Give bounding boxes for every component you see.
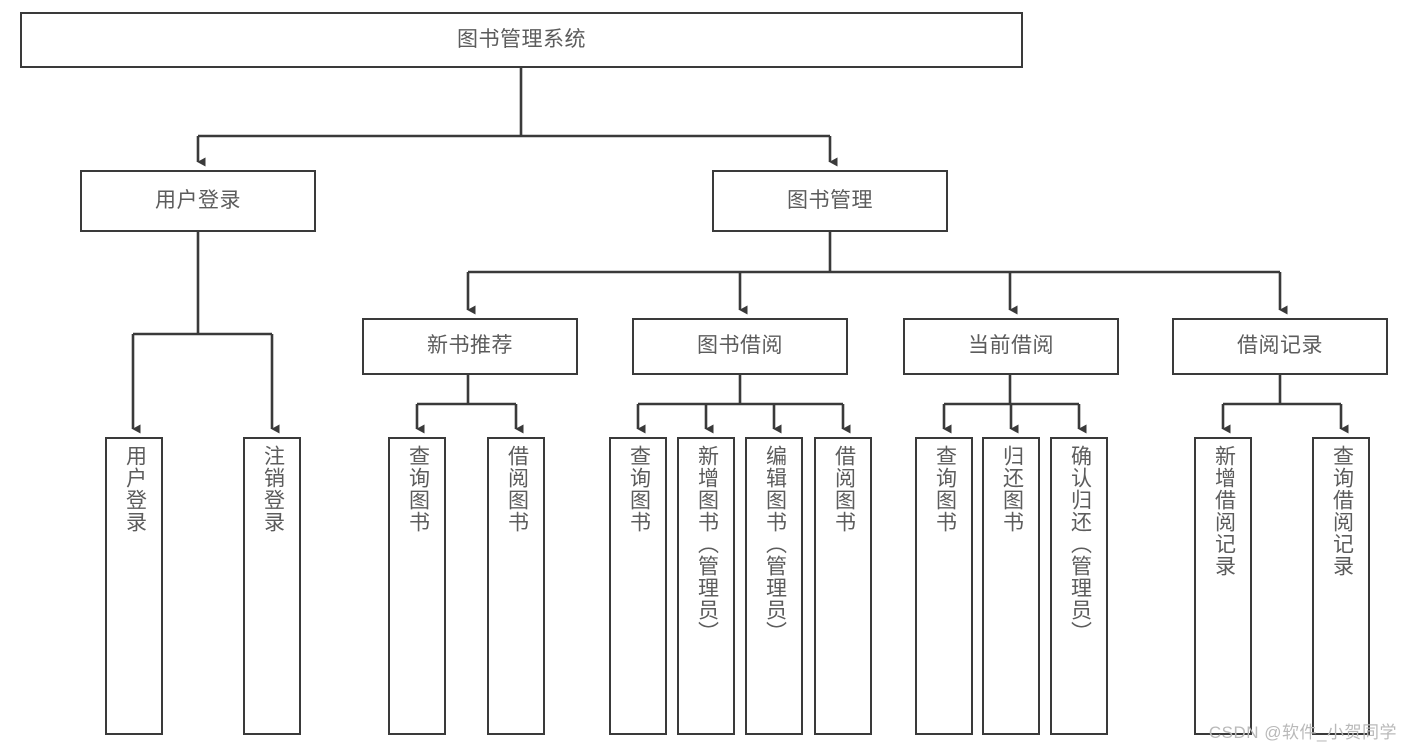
node-book-management[interactable]: 图书管理 [712,170,948,232]
node-leaf-borrow-book[interactable]: 借阅图书 [814,437,872,735]
node-label-leaf-return-book: 归还图书 [1000,445,1024,533]
node-label-book-management: 图书管理 [787,188,873,212]
node-label-borrow-record: 借阅记录 [1237,334,1323,358]
node-book-management-system[interactable]: 图书管理系统 [20,12,1023,68]
node-label-leaf-query-book-rec: 查询图书 [406,445,430,533]
node-label-root: 图书管理系统 [457,27,586,51]
node-book-borrow[interactable]: 图书借阅 [632,318,848,375]
node-label-user-login: 用户登录 [155,188,241,212]
node-leaf-return-book[interactable]: 归还图书 [982,437,1040,735]
node-label-leaf-add-book-admin: 新增图书（管理员） [695,445,719,643]
node-label-leaf-borrow-book-rec: 借阅图书 [505,445,529,533]
node-leaf-query-book-rec[interactable]: 查询图书 [388,437,446,735]
node-label-leaf-logout-login: 注销登录 [261,445,285,533]
node-new-book-recommend[interactable]: 新书推荐 [362,318,578,375]
node-label-leaf-query-book-current: 查询图书 [933,445,957,533]
node-label-leaf-add-borrow-record: 新增借阅记录 [1212,445,1236,577]
node-label-leaf-user-login: 用户登录 [123,445,147,533]
node-label-leaf-edit-book-admin: 编辑图书（管理员） [763,445,787,643]
node-label-current-borrow: 当前借阅 [968,334,1054,358]
node-leaf-query-borrow-record[interactable]: 查询借阅记录 [1312,437,1370,735]
node-label-leaf-query-book-borrow: 查询图书 [627,445,651,533]
node-leaf-borrow-book-rec[interactable]: 借阅图书 [487,437,545,735]
node-leaf-query-book-current[interactable]: 查询图书 [915,437,973,735]
node-label-leaf-confirm-return-admin: 确认归还（管理员） [1068,445,1092,643]
node-label-leaf-query-borrow-record: 查询借阅记录 [1330,445,1354,577]
node-label-new-book-recommend: 新书推荐 [427,334,513,358]
node-user-login[interactable]: 用户登录 [80,170,316,232]
node-leaf-edit-book-admin[interactable]: 编辑图书（管理员） [745,437,803,735]
node-borrow-record[interactable]: 借阅记录 [1172,318,1388,375]
node-leaf-confirm-return-admin[interactable]: 确认归还（管理员） [1050,437,1108,735]
node-current-borrow[interactable]: 当前借阅 [903,318,1119,375]
node-leaf-add-book-admin[interactable]: 新增图书（管理员） [677,437,735,735]
node-leaf-logout-login[interactable]: 注销登录 [243,437,301,735]
node-leaf-add-borrow-record[interactable]: 新增借阅记录 [1194,437,1252,735]
node-label-leaf-borrow-book: 借阅图书 [832,445,856,533]
node-leaf-query-book-borrow[interactable]: 查询图书 [609,437,667,735]
node-label-book-borrow: 图书借阅 [697,334,783,358]
node-leaf-user-login[interactable]: 用户登录 [105,437,163,735]
watermark-text: CSDN @软件_小贺同学 [1208,723,1397,742]
